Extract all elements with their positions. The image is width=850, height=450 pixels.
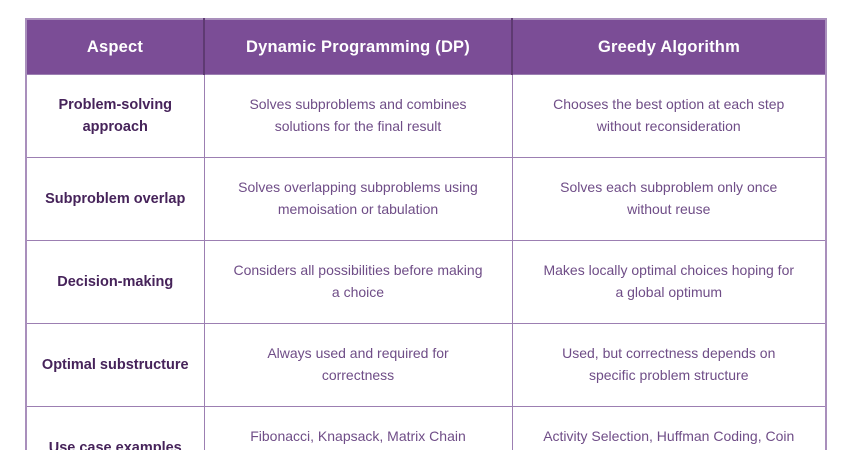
greedy-cell: Solves each subproblem only once without… [511,157,827,241]
table-row: Use case examples Fibonacci, Knapsack, M… [25,406,827,450]
dp-cell: Considers all possibilities before makin… [203,240,513,324]
comparison-table-container: Aspect Dynamic Programming (DP) Greedy A… [25,18,827,450]
greedy-cell: Makes locally optimal choices hoping for… [511,240,827,324]
table-body: Problem-solving approach Solves subprobl… [25,74,827,450]
dp-vs-greedy-comparison-table: Aspect Dynamic Programming (DP) Greedy A… [25,18,827,450]
aspect-cell: Decision-making [25,240,205,324]
aspect-cell: Optimal substructure [25,323,205,407]
dp-cell: Always used and required for correctness [203,323,513,407]
column-header-aspect: Aspect [25,18,205,75]
greedy-cell: Activity Selection, Huffman Coding, Coin… [511,406,827,450]
table-row: Problem-solving approach Solves subprobl… [25,74,827,158]
greedy-cell: Used, but correctness depends on specifi… [511,323,827,407]
greedy-cell: Chooses the best option at each step wit… [511,74,827,158]
aspect-cell: Use case examples [25,406,205,450]
dp-cell: Solves subproblems and combines solution… [203,74,513,158]
table-row: Decision-making Considers all possibilit… [25,240,827,324]
column-header-dynamic-programming: Dynamic Programming (DP) [203,18,513,75]
aspect-cell: Problem-solving approach [25,74,205,158]
column-header-greedy-algorithm: Greedy Algorithm [511,18,827,75]
table-header-row: Aspect Dynamic Programming (DP) Greedy A… [25,18,827,75]
dp-cell: Solves overlapping subproblems using mem… [203,157,513,241]
table-row: Optimal substructure Always used and req… [25,323,827,407]
table-row: Subproblem overlap Solves overlapping su… [25,157,827,241]
aspect-cell: Subproblem overlap [25,157,205,241]
dp-cell: Fibonacci, Knapsack, Matrix Chain Multip… [203,406,513,450]
